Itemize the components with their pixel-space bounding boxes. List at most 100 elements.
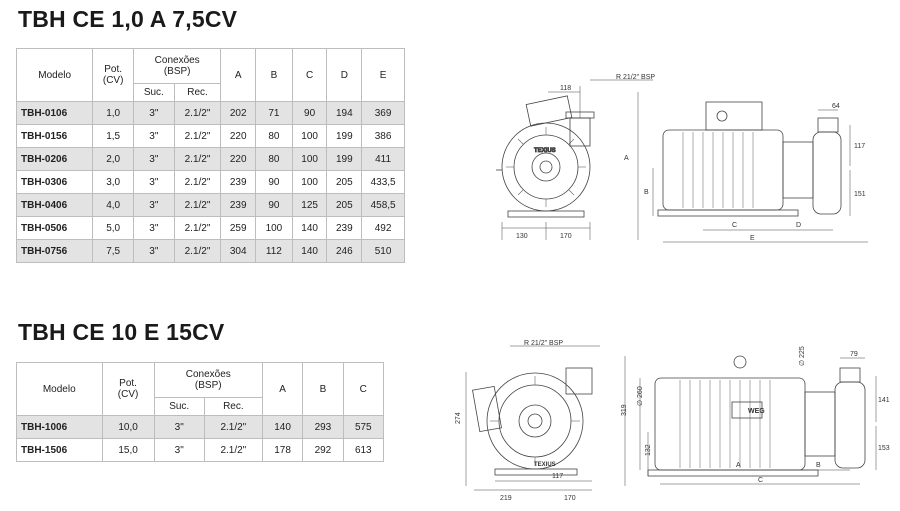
cell-e: 433,5 [361, 170, 405, 194]
cell-d: 199 [326, 124, 363, 148]
cell-rec: 2.1/2" [173, 193, 222, 217]
dim-225: ∅ 225 [799, 346, 806, 366]
label-d: D [796, 222, 801, 229]
volute-inner [498, 384, 572, 458]
cell-model: TBH-0306 [15, 170, 94, 194]
label-c: C [758, 477, 763, 484]
cell-d: 205 [326, 170, 363, 194]
dim-130: 130 [516, 233, 528, 240]
dim-r-bsp: R 21/2" BSP [616, 74, 655, 81]
motor-terminal-box [705, 101, 763, 131]
shaft-center [527, 413, 543, 429]
cell-c: 140 [291, 239, 328, 263]
motor-nameplate [731, 401, 763, 419]
dim-118: 118 [560, 85, 571, 92]
cell-c: 613 [342, 438, 385, 462]
label-c: C [732, 222, 737, 229]
cell-pot: 4,0 [92, 193, 134, 217]
dim-274: 274 [455, 412, 462, 424]
header-e: E [361, 48, 405, 102]
cell-pot: 5,0 [92, 216, 134, 240]
brand-label: TEXIUS [534, 462, 556, 468]
header-pot: Pot. (CV) [92, 48, 134, 102]
cell-model: TBH-0406 [15, 193, 94, 217]
cell-rec: 2.1/2" [173, 147, 222, 171]
cell-c: 90 [291, 101, 328, 125]
impeller-hub [518, 404, 552, 438]
cell-suc: 3" [153, 415, 205, 439]
header-a: A [220, 48, 257, 102]
cell-c: 100 [291, 124, 328, 148]
dim-64: 64 [832, 103, 840, 110]
cell-suc: 3" [153, 438, 205, 462]
cell-suc: 3" [133, 101, 175, 125]
cell-e: 510 [361, 239, 405, 263]
label-b: B [644, 189, 649, 196]
cell-rec: 2.1/2" [173, 239, 222, 263]
cell-model: TBH-0506 [15, 216, 94, 240]
dim-170: 170 [560, 233, 572, 240]
cell-pot: 15,0 [101, 438, 155, 462]
cell-rec: 2.1/2" [173, 216, 222, 240]
dim-260: ∅ 260 [637, 386, 644, 406]
cell-c: 125 [291, 193, 328, 217]
volute-outline [501, 122, 591, 212]
label-b: B [816, 462, 821, 469]
header-c: C [291, 48, 328, 102]
dim-153: 153 [878, 445, 890, 452]
dim-151: 151 [854, 191, 866, 198]
brand-label: TEXIUS [534, 148, 556, 154]
cell-b: 71 [255, 101, 293, 125]
cell-suc: 3" [133, 170, 175, 194]
cell-b: 80 [255, 124, 293, 148]
cell-b: 293 [302, 415, 344, 439]
cell-b: 100 [255, 216, 293, 240]
dim-79: 79 [850, 351, 858, 358]
cell-pot: 7,5 [92, 239, 134, 263]
motor-brand-label: WEG [748, 408, 765, 415]
cell-d: 199 [326, 147, 363, 171]
spec-table-1: Modelo Pot. (CV) Conexões (BSP) A B C D … [15, 48, 405, 263]
dim-132: 132 [645, 444, 652, 456]
cell-e: 458,5 [361, 193, 405, 217]
cell-a: 304 [220, 239, 257, 263]
cell-a: 220 [220, 124, 257, 148]
cell-suc: 3" [133, 193, 175, 217]
header-c: C [342, 362, 385, 416]
dim-117: 117 [552, 473, 563, 480]
cell-b: 112 [255, 239, 293, 263]
pump-drawing-small: TEXIUS R 21/2" BSP 118 13 [496, 74, 868, 243]
cell-model: TBH-1006 [16, 415, 103, 439]
cell-model: TBH-1506 [16, 438, 103, 462]
header-b: B [255, 48, 293, 102]
shaft-center [539, 160, 553, 174]
cell-model: TBH-0756 [15, 239, 94, 263]
cell-e: 492 [361, 216, 405, 240]
motor-flange [782, 141, 814, 199]
dim-117: 117 [854, 143, 865, 150]
cell-rec: 2.1/2" [173, 170, 222, 194]
header-pot: Pot. (CV) [101, 362, 155, 416]
cell-suc: 3" [133, 239, 175, 263]
impeller-hub [531, 152, 561, 182]
motor-flange [804, 391, 836, 457]
suction-nozzle [839, 367, 861, 383]
header-rec: Rec. [203, 397, 263, 416]
cell-suc: 3" [133, 147, 175, 171]
cell-b: 80 [255, 147, 293, 171]
cell-rec: 2.1/2" [173, 124, 222, 148]
cell-c: 100 [291, 147, 328, 171]
cell-a: 259 [220, 216, 257, 240]
cell-d: 246 [326, 239, 363, 263]
header-a: A [261, 362, 304, 416]
header-modelo: Modelo [16, 362, 103, 416]
cell-suc: 3" [133, 216, 175, 240]
cell-rec: 2.1/2" [173, 101, 222, 125]
cell-pot: 3,0 [92, 170, 134, 194]
cell-d: 194 [326, 101, 363, 125]
